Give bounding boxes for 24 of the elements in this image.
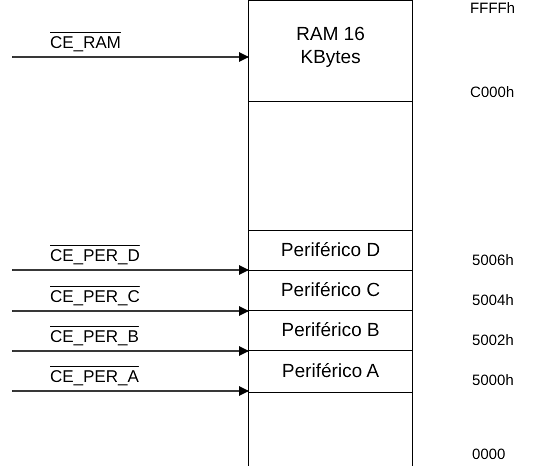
memory-block: Periférico B [248, 310, 413, 350]
signal-label: CE_PER_A [50, 367, 139, 387]
signal-label: CE_PER_C [50, 287, 140, 307]
memory-segment [248, 392, 413, 466]
arrow [12, 52, 249, 62]
address-label: FFFFh [470, 0, 515, 17]
address-label: 0000 [472, 446, 506, 463]
memory-segment [248, 101, 413, 230]
arrow [12, 306, 249, 316]
signal-label: CE_RAM [50, 33, 121, 53]
arrow [12, 386, 249, 396]
memory-block: Periférico A [248, 350, 413, 392]
memory-block: Periférico C [248, 270, 413, 310]
memory-block: RAM 16 KBytes [248, 0, 413, 101]
arrow [12, 265, 249, 275]
address-label: 5004h [472, 292, 514, 309]
address-label: 5002h [472, 332, 514, 349]
arrow [12, 346, 249, 356]
address-label: 5000h [472, 372, 514, 389]
address-label: 5006h [472, 252, 514, 269]
memory-block: Periférico D [248, 230, 413, 270]
address-label: C000h [470, 84, 514, 101]
signal-label: CE_PER_D [50, 246, 140, 266]
signal-label: CE_PER_B [50, 327, 139, 347]
